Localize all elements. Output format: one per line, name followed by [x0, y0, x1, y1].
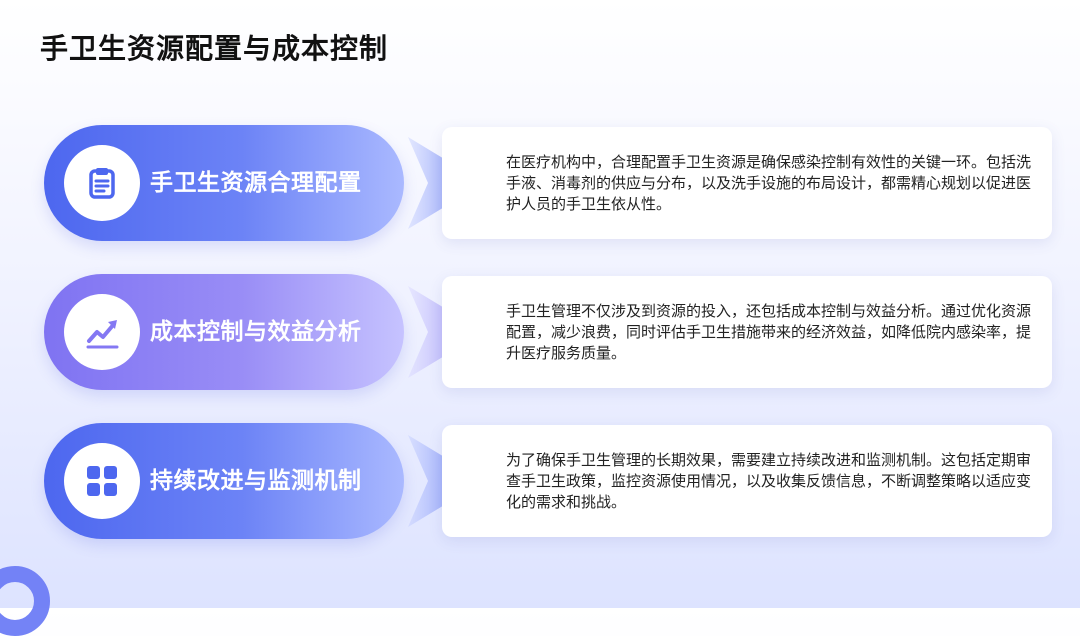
topic-row-continuous-improvement: 持续改进与监测机制 为了确保手卫生管理的长期效果，需要建立持续改进和监测机制。这… [0, 423, 1080, 539]
topic-row-cost-control: 成本控制与效益分析 手卫生管理不仅涉及到资源的投入，还包括成本控制与效益分析。通… [0, 274, 1080, 390]
icon-badge [64, 443, 140, 519]
slide: 手卫生资源配置与成本控制 手卫生资源合理配置 [0, 32, 1080, 636]
topic-pill: 持续改进与监测机制 [44, 423, 404, 539]
description-text: 为了确保手卫生管理的长期效果，需要建立持续改进和监测机制。这包括定期审查手卫生政… [506, 451, 1032, 511]
description-text: 手卫生管理不仅涉及到资源的投入，还包括成本控制与效益分析。通过优化资源配置，减少… [506, 302, 1032, 362]
description-card: 在医疗机构中，合理配置手卫生资源是确保感染控制有效性的关键一环。包括洗手液、消毒… [442, 127, 1052, 239]
description-card: 手卫生管理不仅涉及到资源的投入，还包括成本控制与效益分析。通过优化资源配置，减少… [442, 276, 1052, 388]
trend-chart-icon [84, 314, 120, 350]
description-card: 为了确保手卫生管理的长期效果，需要建立持续改进和监测机制。这包括定期审查手卫生政… [442, 425, 1052, 537]
icon-badge [64, 145, 140, 221]
topic-title: 持续改进与监测机制 [150, 468, 362, 494]
icon-badge [64, 294, 140, 370]
topic-title: 手卫生资源合理配置 [150, 170, 362, 196]
description-text: 在医疗机构中，合理配置手卫生资源是确保感染控制有效性的关键一环。包括洗手液、消毒… [506, 153, 1032, 213]
grid-apps-icon [84, 463, 120, 499]
topic-row-resource-allocation: 手卫生资源合理配置 在医疗机构中，合理配置手卫生资源是确保感染控制有效性的关键一… [0, 125, 1080, 241]
decorative-ring [0, 566, 50, 636]
topic-title: 成本控制与效益分析 [150, 319, 362, 345]
topic-pill: 手卫生资源合理配置 [44, 125, 404, 241]
page-title: 手卫生资源配置与成本控制 [40, 32, 389, 65]
clipboard-icon [84, 165, 120, 201]
topic-pill: 成本控制与效益分析 [44, 274, 404, 390]
